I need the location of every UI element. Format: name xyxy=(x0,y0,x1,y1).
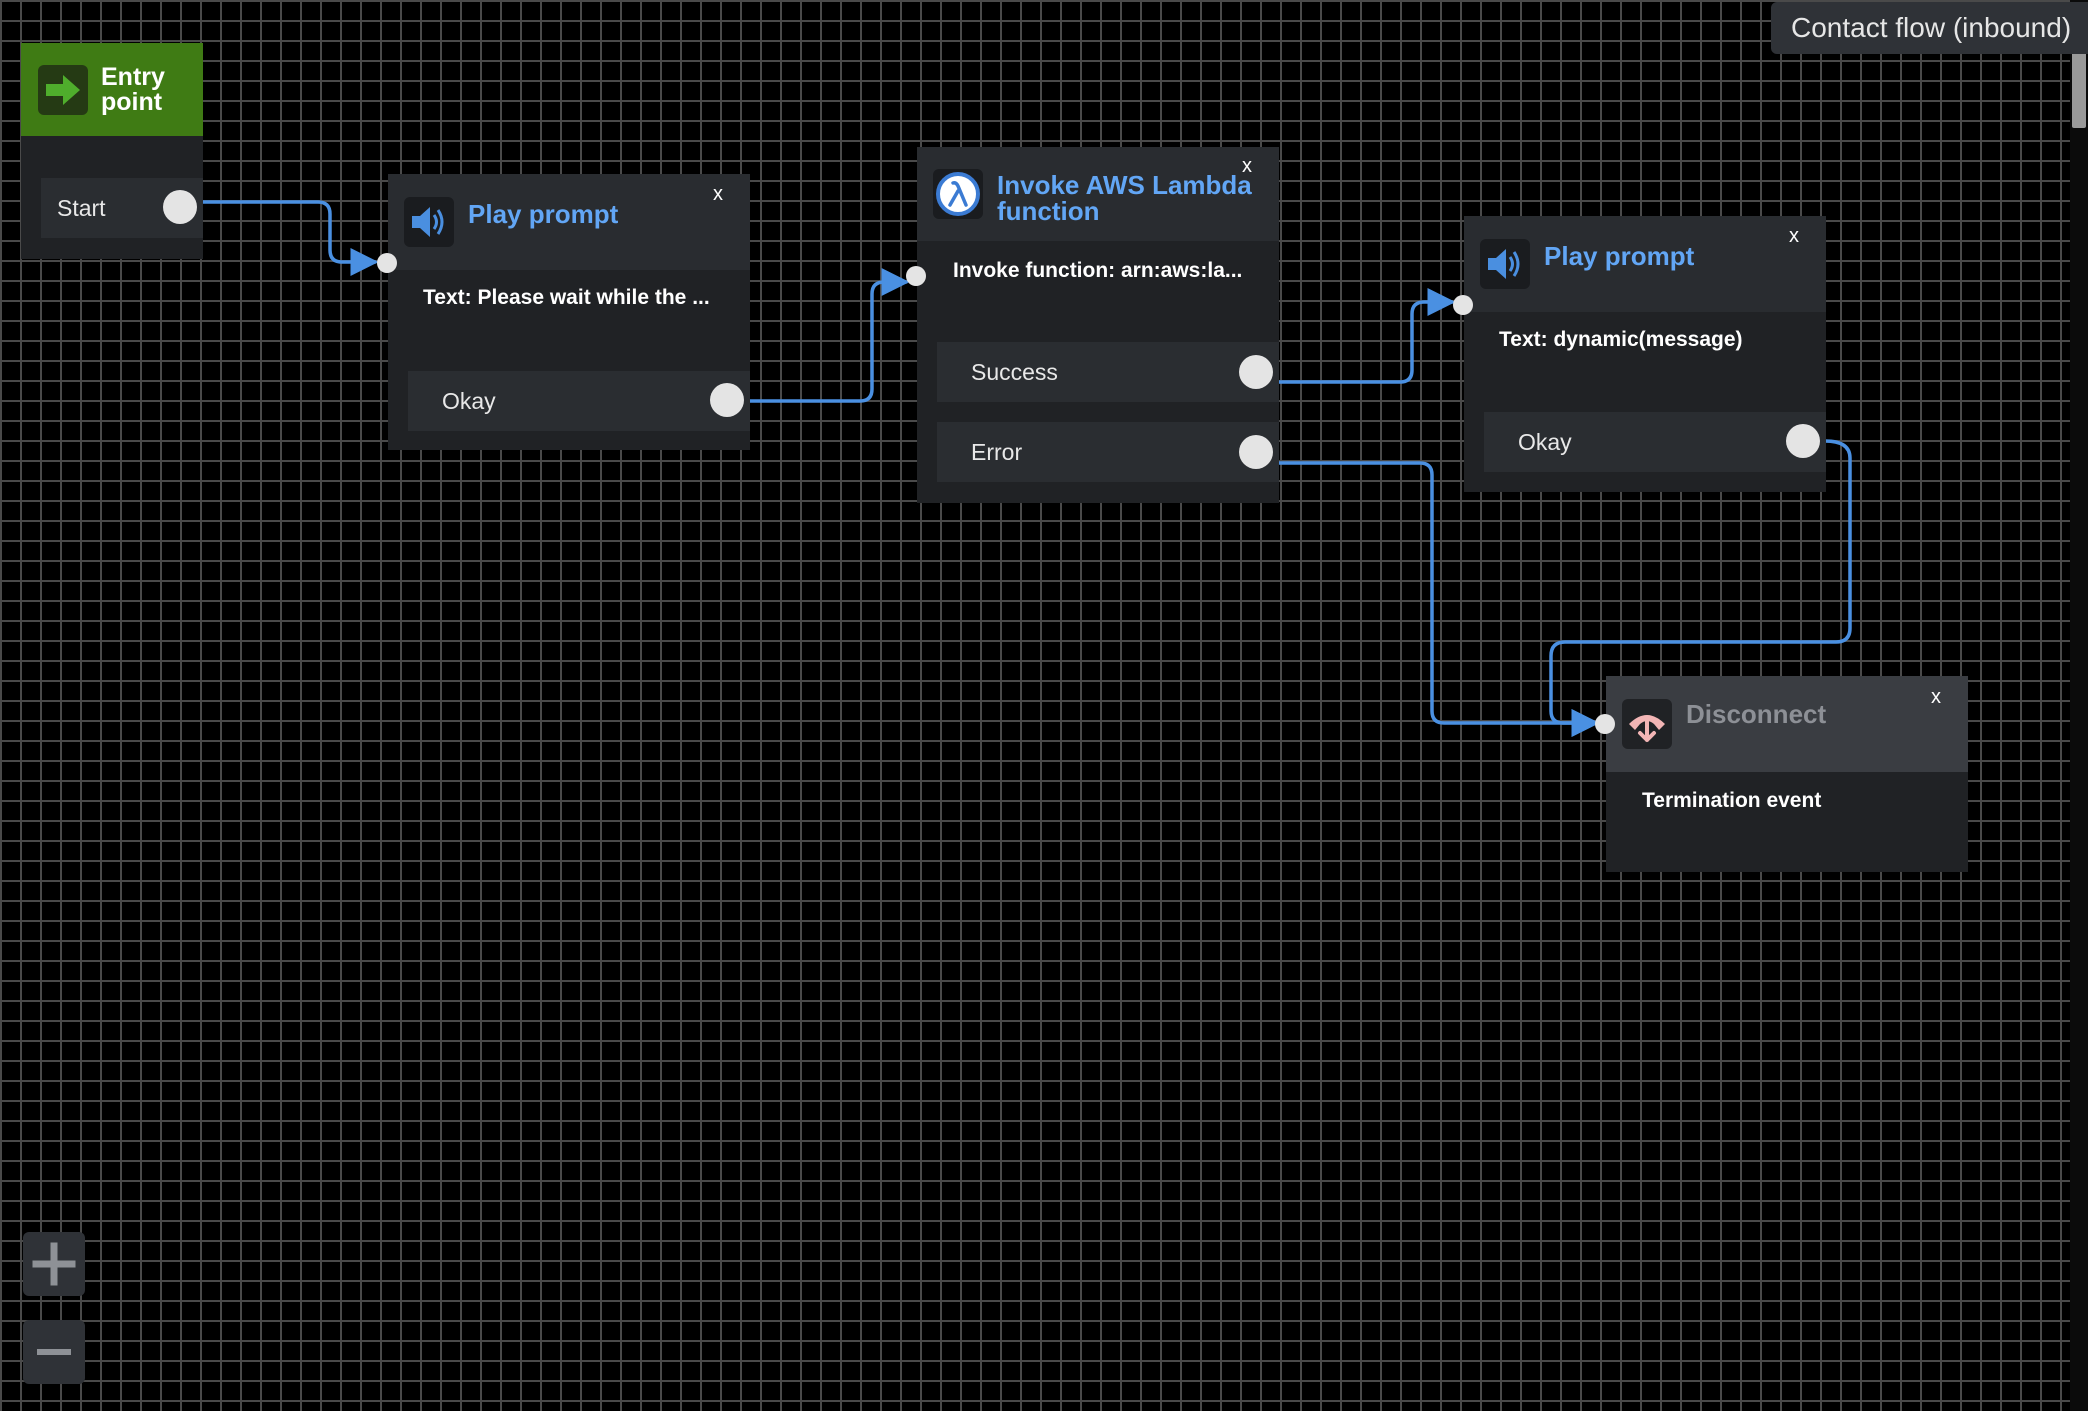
plus-icon xyxy=(32,1242,76,1286)
connector-success-to-prompt2 xyxy=(1272,288,1456,384)
disconnect-header: Disconnect x xyxy=(1606,676,1968,772)
arrow-right-icon xyxy=(38,65,88,115)
invoke-lambda-title: Invoke AWS Lambda function xyxy=(997,170,1252,226)
hang-up-phone-icon xyxy=(1622,699,1672,749)
zoom-in-button[interactable] xyxy=(23,1232,85,1296)
play-prompt-2-close-button[interactable]: x xyxy=(1789,225,1799,247)
entry-point-title: Entry point xyxy=(101,63,165,116)
play-prompt-block-1[interactable]: Play prompt x Text: Please wait while th… xyxy=(388,174,750,450)
play-prompt-block-2[interactable]: Play prompt x Text: dynamic(message) Oka… xyxy=(1464,216,1826,492)
play-prompt-1-close-button[interactable]: x xyxy=(713,183,723,205)
start-branch-label: Start xyxy=(57,194,106,221)
success-branch-label: Success xyxy=(971,358,1058,385)
play-prompt-2-text: Text: dynamic(message) xyxy=(1499,328,1743,351)
speaker-icon xyxy=(1480,239,1530,289)
success-branch[interactable]: Success xyxy=(937,342,1279,402)
disconnect-input-port[interactable] xyxy=(1595,714,1615,734)
speaker-icon xyxy=(404,197,454,247)
disconnect-block[interactable]: Disconnect x Termination event xyxy=(1606,676,1968,872)
invoke-lambda-close-button[interactable]: x xyxy=(1242,155,1252,177)
invoke-lambda-block[interactable]: Invoke AWS Lambda function x Invoke func… xyxy=(917,147,1279,503)
connector-prompt1-to-lambda xyxy=(743,268,910,403)
minus-icon xyxy=(37,1349,71,1355)
play-prompt-1-input-port[interactable] xyxy=(377,253,397,273)
play-prompt-1-okay-port[interactable] xyxy=(710,383,744,417)
play-prompt-1-text: Text: Please wait while the ... xyxy=(423,286,710,309)
error-branch-label: Error xyxy=(971,438,1023,465)
play-prompt-1-okay-branch[interactable]: Okay xyxy=(408,371,750,431)
entry-point-block[interactable]: Entry point Start xyxy=(21,43,203,259)
start-output-port[interactable] xyxy=(163,190,197,224)
disconnect-close-button[interactable]: x xyxy=(1931,686,1941,708)
play-prompt-1-title: Play prompt xyxy=(468,199,619,229)
error-branch[interactable]: Error xyxy=(937,422,1279,482)
disconnect-title: Disconnect xyxy=(1686,699,1827,729)
connector-start-to-prompt1 xyxy=(181,200,379,276)
connector-error-to-disconnect xyxy=(1272,461,1600,737)
play-prompt-2-title: Play prompt xyxy=(1544,241,1695,271)
disconnect-text: Termination event xyxy=(1642,789,1822,812)
play-prompt-2-okay-label: Okay xyxy=(1518,428,1572,455)
lambda-icon xyxy=(933,169,983,219)
error-output-port[interactable] xyxy=(1239,435,1273,469)
success-output-port[interactable] xyxy=(1239,355,1273,389)
entry-point-header: Entry point xyxy=(21,43,203,136)
play-prompt-1-header: Play prompt x xyxy=(388,174,750,270)
flow-type-label: Contact flow (inbound) xyxy=(1771,2,2088,54)
play-prompt-2-header: Play prompt x xyxy=(1464,216,1826,312)
play-prompt-2-okay-port[interactable] xyxy=(1786,424,1820,458)
invoke-lambda-header: Invoke AWS Lambda function x xyxy=(917,147,1279,241)
invoke-lambda-input-port[interactable] xyxy=(906,266,926,286)
invoke-lambda-text: Invoke function: arn:aws:la... xyxy=(953,259,1243,282)
play-prompt-2-okay-branch[interactable]: Okay xyxy=(1484,412,1826,472)
zoom-out-button[interactable] xyxy=(23,1320,85,1384)
vertical-scrollbar[interactable] xyxy=(2070,0,2088,1411)
play-prompt-1-okay-label: Okay xyxy=(442,387,496,414)
play-prompt-2-input-port[interactable] xyxy=(1453,295,1473,315)
